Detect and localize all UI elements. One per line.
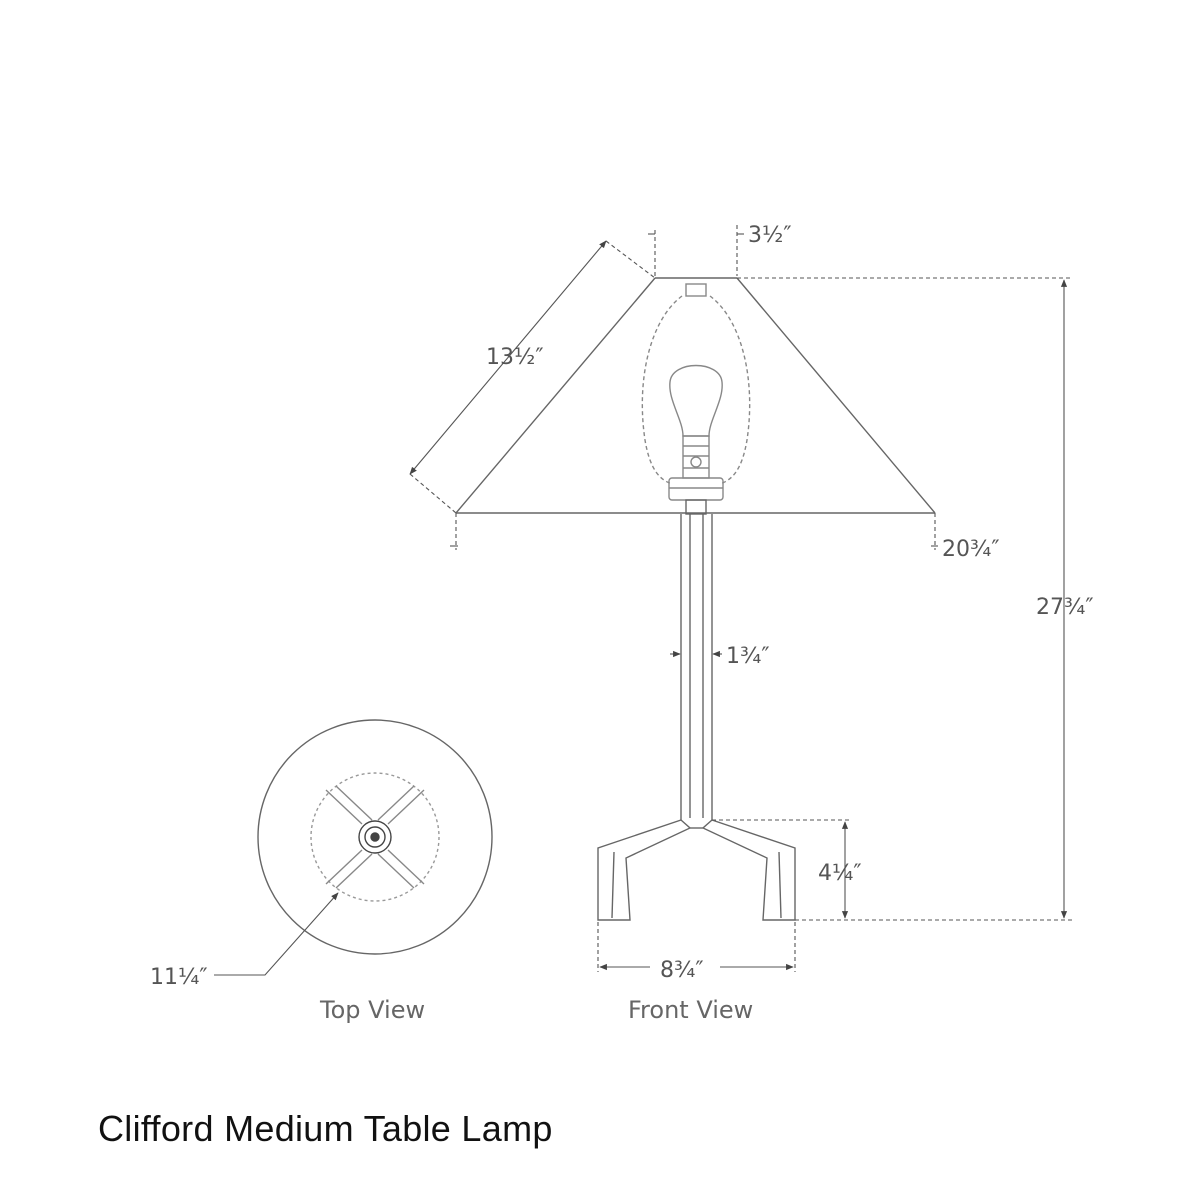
top-view-socket <box>358 820 392 854</box>
top-view-label: Top View <box>319 996 425 1024</box>
lamp-base <box>597 819 796 921</box>
top-view <box>214 719 493 976</box>
front-view-label: Front View <box>628 996 753 1024</box>
dim-stem-width: 1¾″ <box>726 644 770 669</box>
top-view-shade-outline <box>257 719 493 955</box>
product-title: Clifford Medium Table Lamp <box>98 1108 553 1149</box>
lamp-harp <box>641 295 751 485</box>
dim-shade-top-width: 3½″ <box>748 223 792 248</box>
lamp-stem <box>680 499 713 820</box>
dim-base-height: 4¼″ <box>818 861 862 886</box>
top-view-legs <box>325 785 425 889</box>
lamp-bulb <box>668 283 724 501</box>
dim-shade-slant-height: 13½″ <box>486 345 544 370</box>
dim-shade-bottom-width: 20¾″ <box>942 537 1000 562</box>
front-view <box>455 277 936 921</box>
dimension-lines <box>409 225 1072 972</box>
top-view-base-outline <box>310 772 440 902</box>
dim-base-width: 8¾″ <box>660 958 704 983</box>
dim-base-diameter: 11¼″ <box>150 965 208 990</box>
dim-overall-height: 27¾″ <box>1036 595 1094 620</box>
